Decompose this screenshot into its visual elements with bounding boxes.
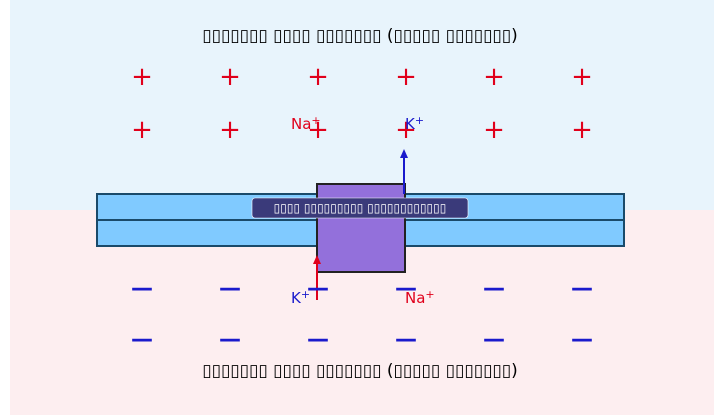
minus-sign: — <box>571 276 593 301</box>
plus-sign: + <box>219 115 241 145</box>
minus-sign: — <box>395 327 417 352</box>
plus-sign: + <box>395 62 417 92</box>
plus-sign: + <box>219 62 241 92</box>
positive-charges: + + + + + + + + + + + + <box>131 62 593 145</box>
na-ion-inside: Na+ <box>405 288 435 307</box>
plus-sign: + <box>131 115 153 145</box>
k-influx-arrow-head <box>313 255 321 264</box>
plus-sign: + <box>307 62 329 92</box>
minus-sign: — <box>307 276 329 301</box>
plus-sign: + <box>571 115 593 145</box>
minus-sign: — <box>483 327 505 352</box>
extracellular-region <box>10 0 714 210</box>
plus-sign: + <box>395 115 417 145</box>
pump-label-box <box>251 197 469 219</box>
k-ion-inside: K+ <box>291 288 310 307</box>
minus-sign: — <box>483 276 505 301</box>
plus-sign: + <box>483 62 505 92</box>
pump-label: ▯▯▯▯ ▯▯▯▯▯▯▯▯▯ ▯▯▯▯▯▯▯▯▯▯▯▯ <box>274 201 447 215</box>
negative-charges: — — — — — — — — — — — — <box>131 276 593 352</box>
inside-label: ▯▯▯▯▯▯▯ ▯▯▯▯ ▯▯▯▯▯▯▯ (▯▯▯▯▯ ▯▯▯▯▯▯▯) <box>202 361 518 381</box>
minus-sign: — <box>219 327 241 352</box>
plus-sign: + <box>483 115 505 145</box>
minus-sign: — <box>307 327 329 352</box>
minus-sign: — <box>571 327 593 352</box>
plus-sign: + <box>307 115 329 145</box>
na-ion-outside: Na+ <box>291 114 321 133</box>
outside-label: ▯▯▯▯▯▯▯ ▯▯▯▯ ▯▯▯▯▯▯▯ (▯▯▯▯▯ ▯▯▯▯▯▯▯) <box>202 26 518 46</box>
k-arrow-head <box>400 149 408 158</box>
minus-sign: — <box>131 276 153 301</box>
plus-sign: + <box>571 62 593 92</box>
minus-sign: — <box>395 276 417 301</box>
plus-sign: + <box>131 62 153 92</box>
minus-sign: — <box>131 327 153 352</box>
minus-sign: — <box>219 276 241 301</box>
pump-protein <box>316 183 406 273</box>
k-ion-outside: K+ <box>405 114 424 133</box>
